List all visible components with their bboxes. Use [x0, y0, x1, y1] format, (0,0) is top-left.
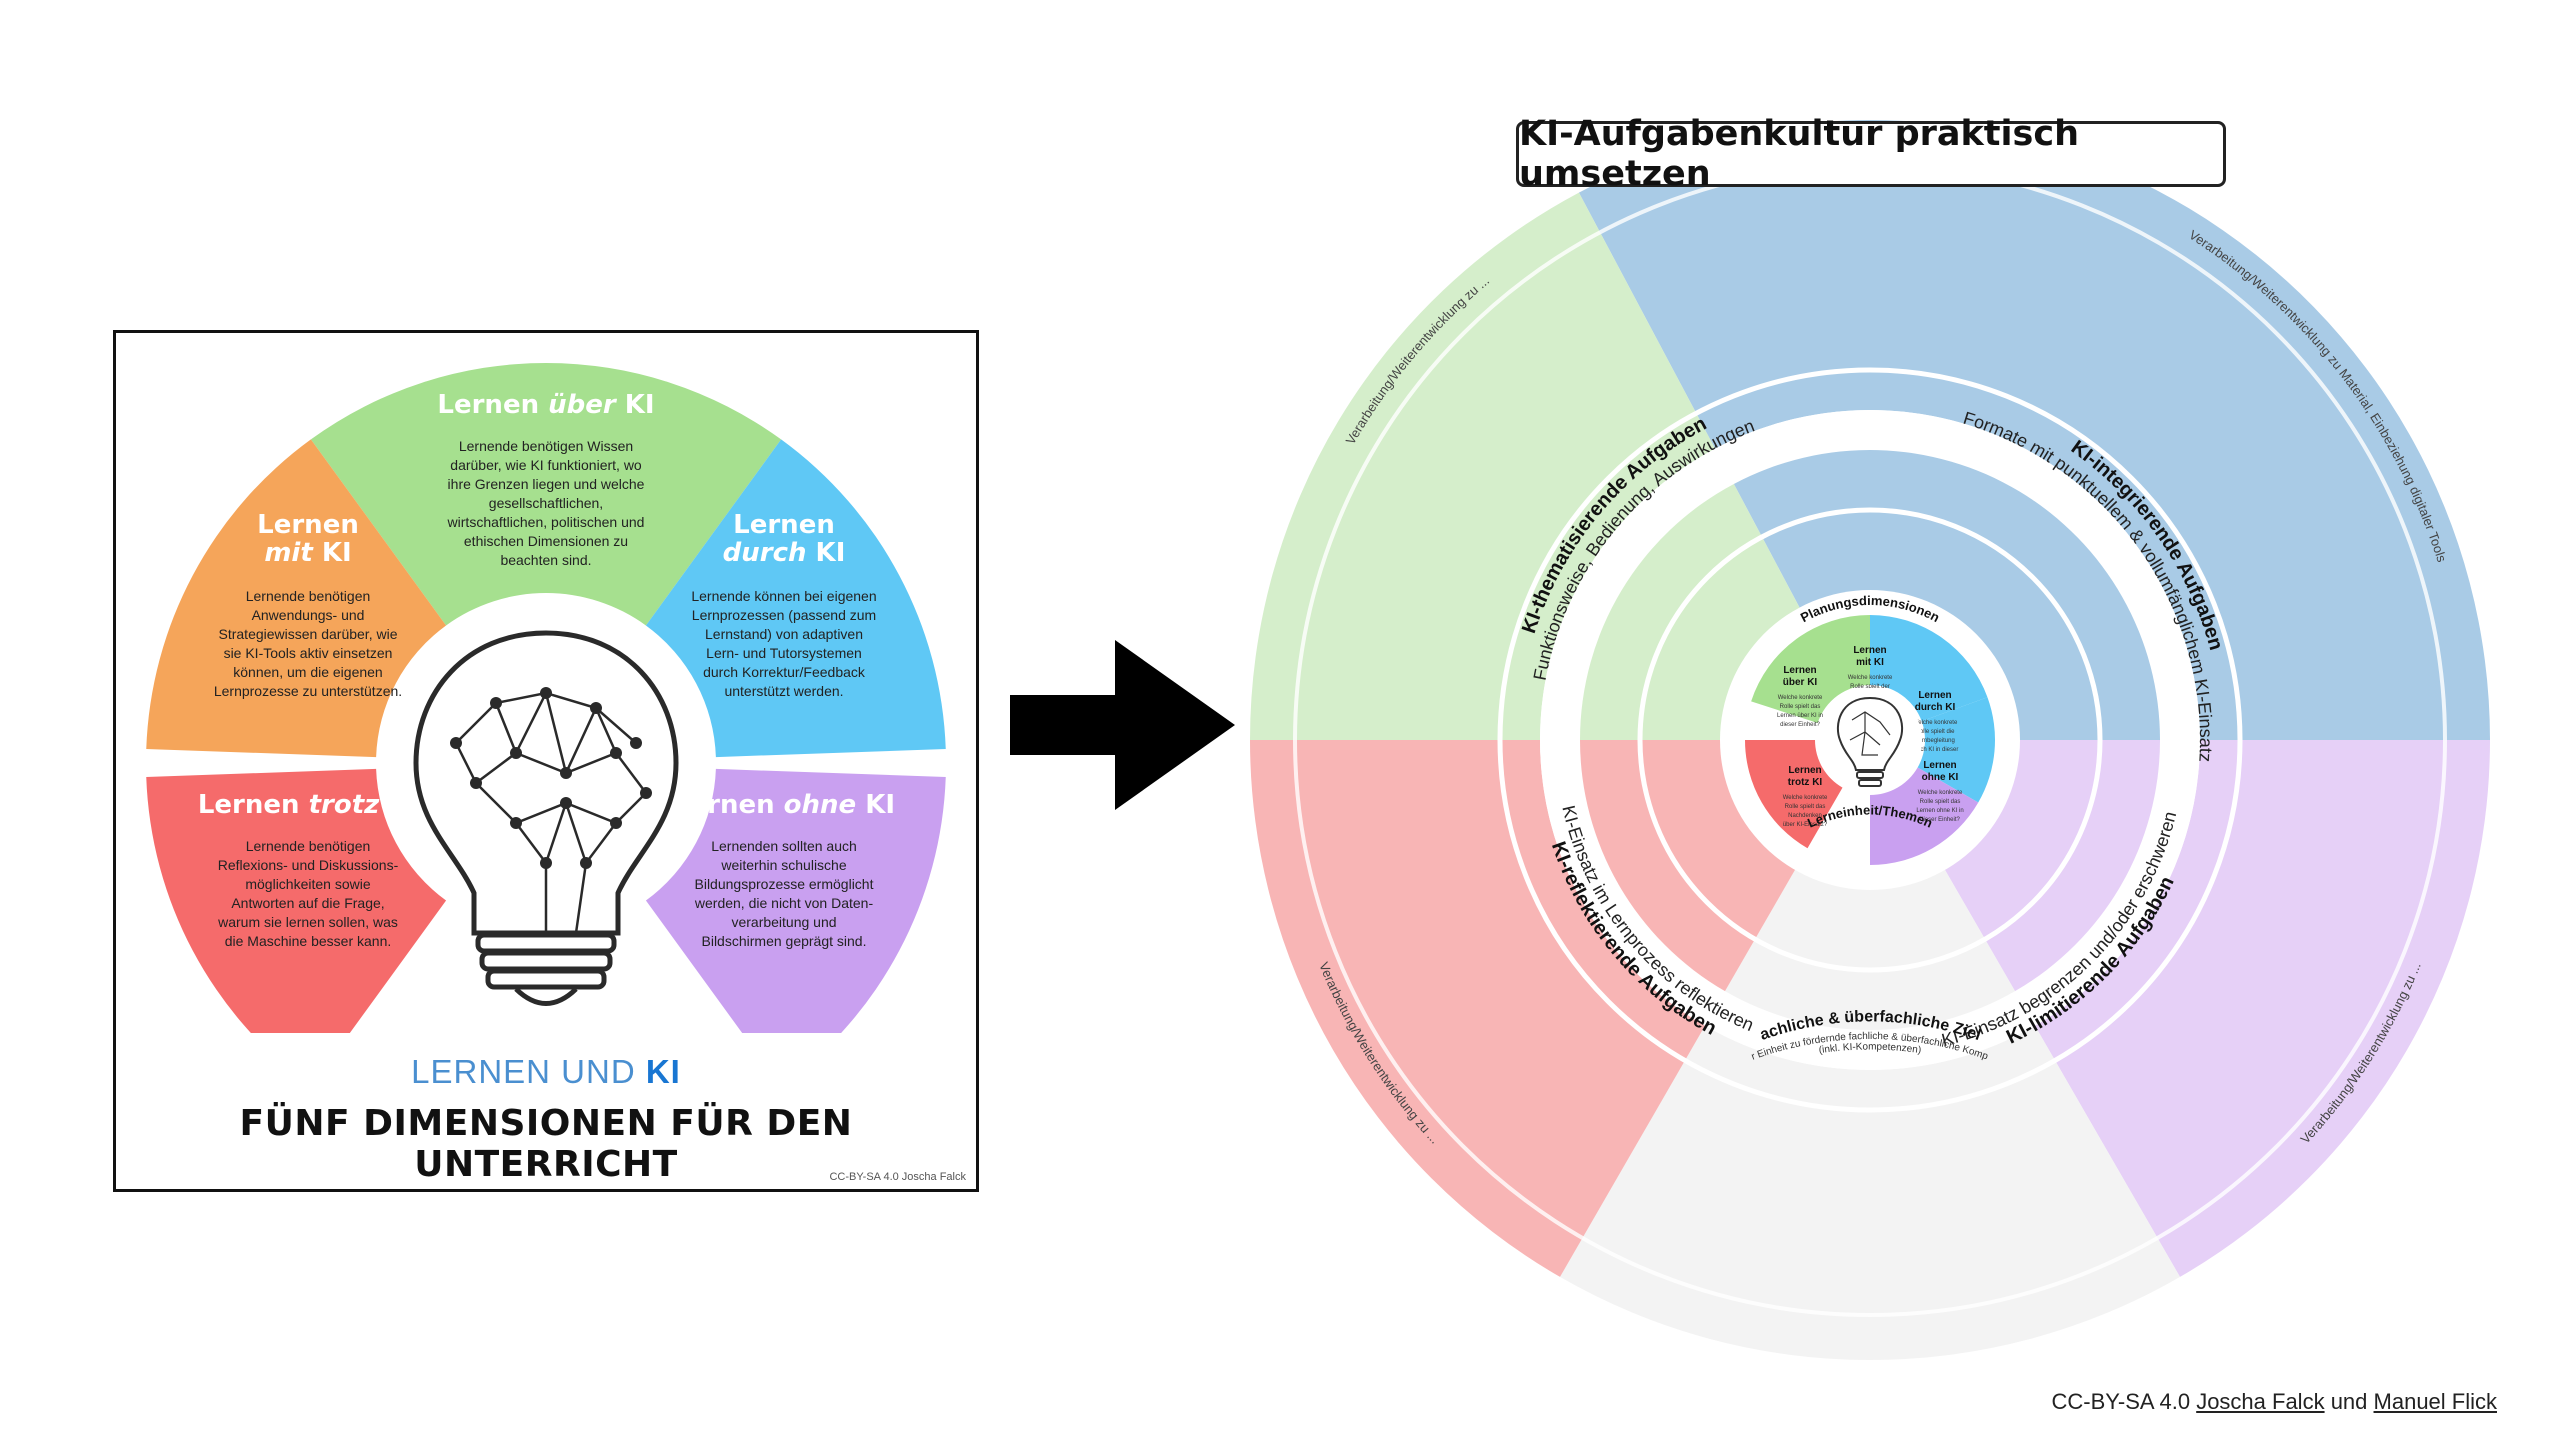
dimension-text-line: ethischen Dimensionen zu — [464, 533, 628, 549]
dimension-text-line: Reflexions- und Diskussions- — [218, 857, 399, 873]
author-link-1[interactable]: Joscha Falck — [2196, 1389, 2325, 1414]
center-question: Lernen ohne KI in — [1916, 808, 1963, 814]
center-label: durch KI — [1915, 702, 1956, 713]
dimension-text-line: warum sie lernen sollen, was — [217, 914, 398, 930]
center-question: Lernbegleitung — [1915, 738, 1955, 744]
dimension-text-line: weiterhin schulische — [720, 857, 846, 873]
center-question: Rolle spielt das — [1920, 799, 1961, 805]
center-label: Lernen — [1918, 690, 1951, 701]
center-question: Welche konkrete — [1778, 695, 1823, 701]
dimension-text-line: Lernende können bei eigenen — [691, 588, 876, 604]
outer-sector-1 — [2035, 740, 2490, 1277]
dimension-text-line: Lernende benötigen — [246, 838, 371, 854]
dimension-wedge-2 — [645, 768, 946, 1033]
dimension-text-line: sie KI-Tools aktiv einsetzen — [224, 645, 393, 661]
center-label: trotz KI — [1788, 777, 1823, 788]
center-label: Lernen — [1853, 645, 1886, 656]
dimension-text-line: Lernstand) von adaptiven — [705, 626, 863, 642]
dimension-wedge-3 — [146, 768, 447, 1033]
dimension-text-line: unterstützt werden. — [724, 683, 843, 699]
dimension-text-line: Bildungsprozesse ermöglicht — [695, 876, 874, 892]
center-question: über KI-Einsatz? — [1783, 822, 1828, 828]
dimension-wedge-0 — [310, 363, 782, 626]
dimension-text-line: ihre Grenzen liegen und welche — [448, 476, 645, 492]
dimension-text-line: Strategiewissen darüber, wie — [219, 626, 398, 642]
dimension-text-line: werden, die nicht von Daten- — [694, 895, 874, 911]
dimension-text-line: Antworten auf die Frage, — [231, 895, 384, 911]
center-label: Lernen — [1788, 765, 1821, 776]
dimension-text-line: die Maschine besser kann. — [225, 933, 392, 949]
dimension-text-line: können, um die eigenen — [233, 664, 382, 680]
center-label: mit KI — [1856, 657, 1884, 668]
dimension-text-line: durch Korrektur/Feedback — [703, 664, 866, 680]
credit-line: CC-BY-SA 4.0 Joscha Falck und Manuel Fli… — [2051, 1389, 2497, 1414]
author-link-2[interactable]: Manuel Flick — [2373, 1389, 2497, 1414]
center-sector-2 — [1917, 697, 1995, 803]
left-subtitle: LERNEN UND KI — [411, 1053, 681, 1090]
center-label: über KI — [1783, 677, 1818, 688]
center-question: Rolle spielt das — [1785, 804, 1826, 810]
dimension-text-line: wirtschaftlichen, politischen und — [447, 514, 645, 530]
center-question: Welche konkrete — [1918, 790, 1963, 796]
dimension-text-line: darüber, wie KI funktioniert, wo — [450, 457, 642, 473]
center-question: Nachdenken — [1788, 813, 1822, 819]
outer-sector-0 — [1578, 120, 2490, 740]
center-question: Rolle spielt der — [1850, 684, 1890, 690]
left-license: CC-BY-SA 4.0 Joscha Falck — [829, 1171, 966, 1183]
dimension-text-line: Anwendungs- und — [252, 607, 365, 623]
center-question: Welche konkrete — [1783, 795, 1828, 801]
dimension-title-2: Lernen ohne KI — [673, 790, 895, 820]
dimension-text-line: Lernende benötigen Wissen — [459, 438, 633, 454]
dimension-text-line: Lernenden sollten auch — [711, 838, 857, 854]
left-headline: FÜNF DIMENSIONEN FÜR DEN UNTERRICHT — [239, 1103, 853, 1185]
center-sector-1 — [1870, 615, 1988, 722]
goals-sub2: (inkl. KI-Kompetenzen) — [1818, 1042, 1922, 1057]
center-question: dieser Einheit? — [1920, 817, 1960, 823]
center-sector-4 — [1745, 740, 1843, 849]
mini-lightbulb-icon — [1836, 696, 1904, 787]
dimension-wedge-1 — [645, 439, 946, 758]
center-sector-3 — [1870, 767, 1979, 865]
dimension-text-line: gesellschaftlichen, — [489, 495, 603, 511]
center-question: Rolle spielt die — [1915, 729, 1955, 735]
dimension-title-0: Lernen über KI — [437, 390, 654, 420]
center-question: dieser Einheit? — [1780, 722, 1820, 728]
outer-sector-4 — [1250, 192, 1716, 740]
outer-sector-3 — [1250, 740, 1705, 1277]
center-question: durch KI in dieser — [1912, 747, 1959, 753]
dimension-text-line: Lernprozesse zu unterstützen. — [214, 683, 402, 699]
dimension-text-line: Bildschirmen geprägt sind. — [702, 933, 867, 949]
center-label: Lernen — [1923, 760, 1956, 771]
center-question: Welche konkrete — [1913, 720, 1958, 726]
center-label: ohne KI — [1922, 772, 1959, 783]
outer-sector-2 — [1560, 1025, 2180, 1360]
right-arrow-icon — [1010, 640, 1235, 810]
center-question: Rolle spielt das — [1780, 704, 1821, 710]
diagram-title: KI-Aufgabenkultur praktisch umsetzen — [1516, 114, 2226, 194]
center-sector-0 — [1751, 615, 1870, 724]
lightbulb-icon — [413, 630, 679, 1006]
dimension-text-line: Lernende benötigen — [246, 588, 371, 604]
dimension-wedge-4 — [146, 439, 447, 758]
center-question: Lernen über KI in — [1777, 713, 1823, 719]
dimension-text-line: möglichkeiten sowie — [245, 876, 370, 892]
left-infographic: Lernen über KI Lernende benötigen Wissen d… — [113, 330, 979, 1192]
dimension-text-line: Lern- und Tutorsystemen — [706, 645, 862, 661]
dimension-text-line: verarbeitung und — [731, 914, 836, 930]
dimension-text-line: beachten sind. — [500, 552, 591, 568]
dimension-text-line: Lernprozessen (passend zum — [692, 607, 876, 623]
center-question: Welche konkrete — [1848, 675, 1893, 681]
center-label: Lernen — [1783, 665, 1816, 676]
five-dimensions-wheel: Lernen über KI Lernende benötigen Wissen d… — [146, 363, 946, 1033]
dimension-title-3: Lernen trotz KI — [198, 790, 418, 820]
